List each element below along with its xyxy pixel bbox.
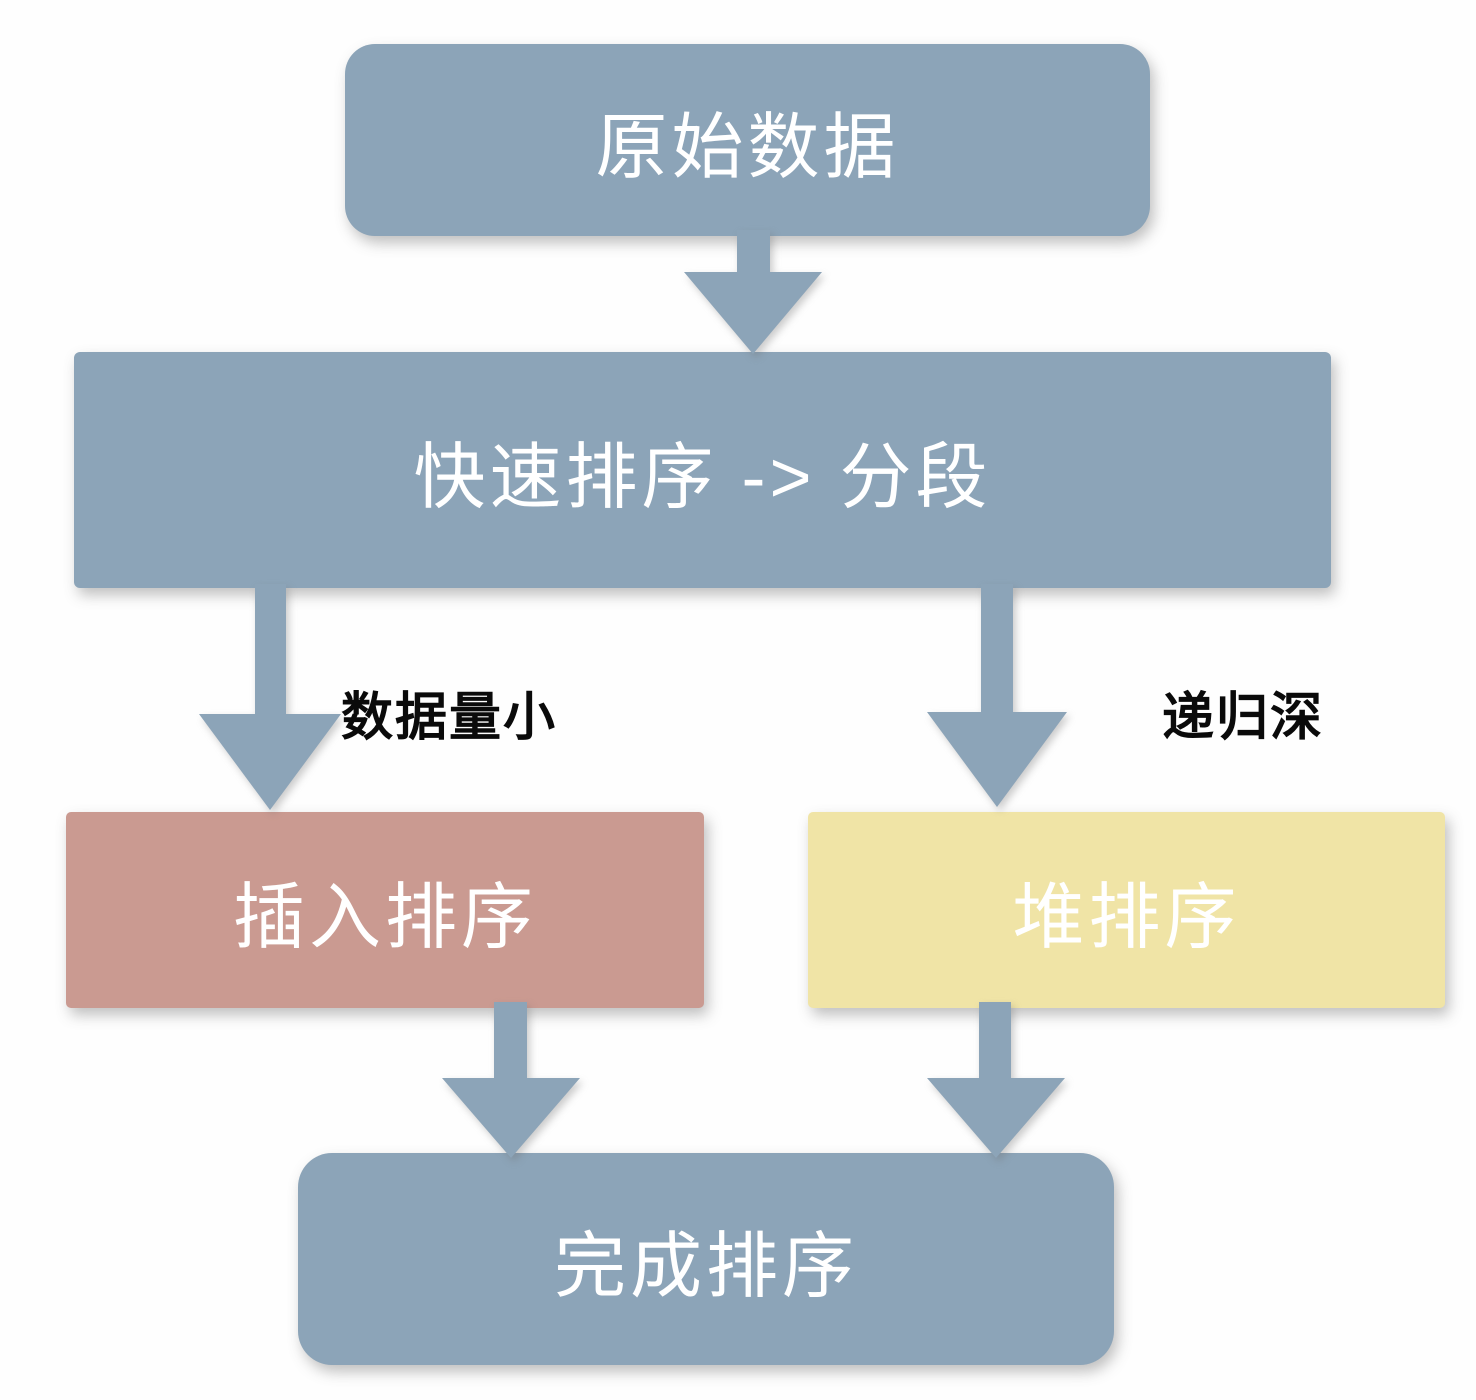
node-quicksort-partition-label: 快速排序 -> 分段 bbox=[413, 437, 992, 518]
arrow-down-icon bbox=[684, 272, 822, 354]
node-original-data: 原始数据 bbox=[345, 44, 1150, 236]
arrow-shaft bbox=[737, 230, 770, 274]
edge-label-deep-recursion: 递归深 bbox=[1162, 689, 1325, 747]
node-heap-sort: 堆排序 bbox=[808, 812, 1445, 1008]
edge-label-small-data: 数据量小 bbox=[341, 689, 558, 747]
arrow-down-icon bbox=[199, 714, 341, 810]
node-sort-complete: 完成排序 bbox=[298, 1153, 1114, 1365]
arrow-shaft bbox=[494, 1002, 527, 1080]
arrow-down-icon bbox=[927, 1078, 1065, 1158]
node-sort-complete-label: 完成排序 bbox=[553, 1226, 858, 1307]
arrow-shaft bbox=[981, 584, 1013, 714]
node-original-data-label: 原始数据 bbox=[595, 107, 900, 188]
node-quicksort-partition: 快速排序 -> 分段 bbox=[74, 352, 1331, 588]
node-insertion-sort: 插入排序 bbox=[66, 812, 704, 1008]
node-heap-sort-label: 堆排序 bbox=[1012, 877, 1241, 958]
arrow-down-icon bbox=[927, 712, 1067, 807]
arrow-shaft bbox=[255, 584, 286, 716]
node-insertion-sort-label: 插入排序 bbox=[232, 877, 537, 958]
arrow-shaft bbox=[979, 1002, 1011, 1080]
arrow-down-icon bbox=[442, 1078, 580, 1158]
